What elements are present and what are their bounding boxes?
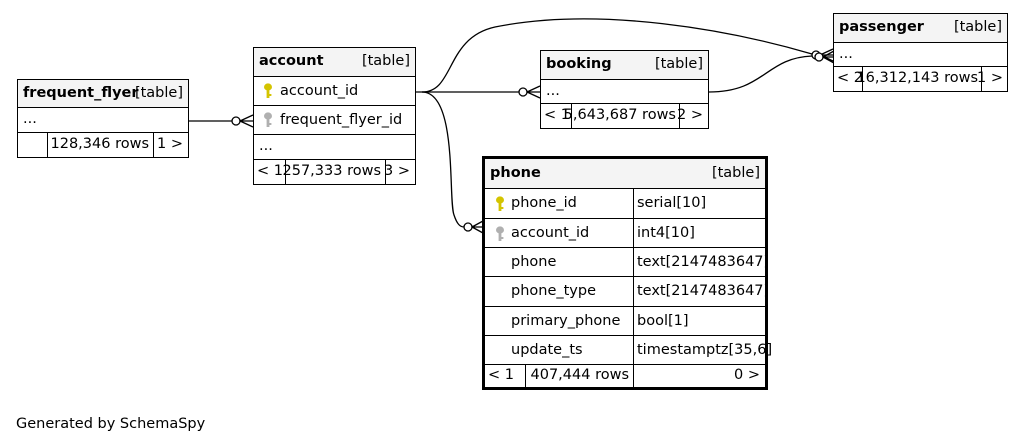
parents-link[interactable]: < 1	[541, 104, 571, 128]
column-name: frequent_flyer_id	[280, 112, 403, 128]
ellipsis-text: ...	[23, 111, 37, 127]
column-name: phone	[511, 254, 557, 270]
parents-count: < 1	[257, 163, 283, 179]
table-footer: < 1 257,333 rows 3 >	[254, 159, 415, 184]
ellipsis-text: ...	[546, 83, 560, 99]
column-row[interactable]: phone text[2147483647]	[485, 247, 769, 276]
column-name: phone_id	[511, 195, 577, 211]
generated-by-footer: Generated by SchemaSpy	[16, 416, 206, 432]
table-name: phone	[490, 165, 541, 181]
children-link[interactable]: 2 >	[677, 104, 708, 128]
table-header: account [table]	[254, 48, 415, 76]
table-header: passenger [table]	[834, 14, 1007, 42]
edge-booking-passenger	[708, 55, 813, 93]
column-row[interactable]: phone_id serial[10]	[485, 188, 765, 218]
table-header: booking [table]	[541, 51, 708, 79]
column-row[interactable]: account_id int4[10]	[485, 218, 765, 247]
ellipsis-text: ...	[259, 138, 273, 154]
column-row[interactable]: account_id	[254, 76, 415, 105]
parents-count: < 1	[544, 107, 570, 123]
parents-count: < 2	[837, 70, 863, 86]
column-type: bool[1]	[637, 313, 689, 329]
table-frequent-flyer[interactable]: frequent_flyer [table] ... 128,346 rows …	[17, 79, 189, 158]
column-type: timestamptz[35,6]	[637, 342, 773, 358]
table-phone[interactable]: phone [table] phone_id serial[10] accoun…	[482, 156, 772, 390]
row-count-cell: 407,444 rows	[525, 365, 633, 387]
children-link[interactable]: 3 >	[384, 160, 415, 184]
column-type: int4[10]	[637, 225, 695, 241]
table-footer: 128,346 rows 1 >	[18, 132, 188, 158]
parents-count: < 1	[488, 367, 514, 383]
children-count: 2 >	[677, 107, 703, 123]
row-count: 16,312,143 rows	[856, 70, 978, 86]
primary-key-icon	[264, 83, 272, 98]
children-link[interactable]: 0 >	[633, 365, 765, 387]
primary-key-icon	[496, 196, 504, 211]
column-name: primary_phone	[511, 313, 621, 329]
table-booking[interactable]: booking [table] ... < 1 5,643,687 rows 2…	[540, 50, 709, 129]
column-row[interactable]: frequent_flyer_id	[254, 105, 415, 134]
children-count: 3 >	[384, 163, 410, 179]
children-link[interactable]: 1 >	[977, 67, 1007, 91]
children-count: 0 >	[734, 367, 760, 383]
table-footer: < 2 16,312,143 rows 1 >	[834, 66, 1007, 91]
column-ellipsis: ...	[834, 42, 1007, 66]
row-count-cell: 128,346 rows	[47, 132, 153, 158]
parents-link[interactable]: < 2	[834, 67, 863, 91]
column-row[interactable]: primary_phone bool[1]	[485, 306, 765, 335]
foreign-key-icon	[496, 226, 504, 241]
foreign-key-icon	[264, 112, 272, 127]
column-row[interactable]: update_ts timestamptz[35,6]	[485, 335, 772, 364]
column-type: text[2147483647]	[637, 283, 770, 299]
row-count: 257,333 rows	[282, 163, 382, 179]
column-name: phone_type	[511, 283, 597, 299]
children-count: 1 >	[157, 136, 183, 152]
table-kind: [table]	[134, 85, 183, 101]
table-name: frequent_flyer	[23, 85, 139, 101]
column-ellipsis: ...	[254, 134, 415, 159]
row-count: 5,643,687 rows	[563, 107, 676, 123]
table-header: phone [table]	[485, 159, 765, 188]
table-kind: [table]	[361, 53, 410, 69]
column-ellipsis: ...	[541, 79, 708, 103]
row-count: 128,346 rows	[50, 136, 150, 152]
ellipsis-text: ...	[839, 46, 853, 62]
parents-link[interactable]: < 1	[485, 365, 525, 387]
table-footer: < 1 5,643,687 rows 2 >	[541, 103, 708, 128]
table-footer: < 1 407,444 rows 0 >	[485, 364, 765, 387]
table-name: booking	[546, 56, 612, 72]
row-count-cell: 5,643,687 rows	[564, 104, 679, 128]
table-passenger[interactable]: passenger [table] ... < 2 16,312,143 row…	[833, 13, 1008, 92]
column-type: serial[10]	[637, 195, 707, 211]
children-count: 1 >	[977, 70, 1003, 86]
table-account[interactable]: account [table] account_id frequent_flye…	[253, 47, 416, 185]
row-count: 407,444 rows	[530, 367, 630, 383]
column-name: account_id	[511, 225, 590, 241]
column-row[interactable]: phone_type text[2147483647]	[485, 276, 769, 306]
table-name: account	[259, 53, 324, 69]
table-header: frequent_flyer [table]	[18, 80, 188, 107]
edge-account-phone	[421, 91, 465, 228]
table-kind: [table]	[711, 165, 760, 181]
row-count-cell: 16,312,143 rows	[856, 67, 981, 91]
row-count-cell: 257,333 rows	[282, 160, 385, 184]
column-type: text[2147483647]	[637, 254, 770, 270]
column-ellipsis: ...	[18, 107, 188, 132]
table-kind: [table]	[654, 56, 703, 72]
parents-link[interactable]: < 1	[254, 160, 285, 184]
table-kind: [table]	[953, 19, 1002, 35]
edge-account-passenger	[421, 18, 813, 93]
children-link[interactable]: 1 >	[153, 133, 188, 157]
column-name: account_id	[280, 83, 359, 99]
column-name: update_ts	[511, 342, 583, 358]
table-name: passenger	[839, 19, 924, 35]
